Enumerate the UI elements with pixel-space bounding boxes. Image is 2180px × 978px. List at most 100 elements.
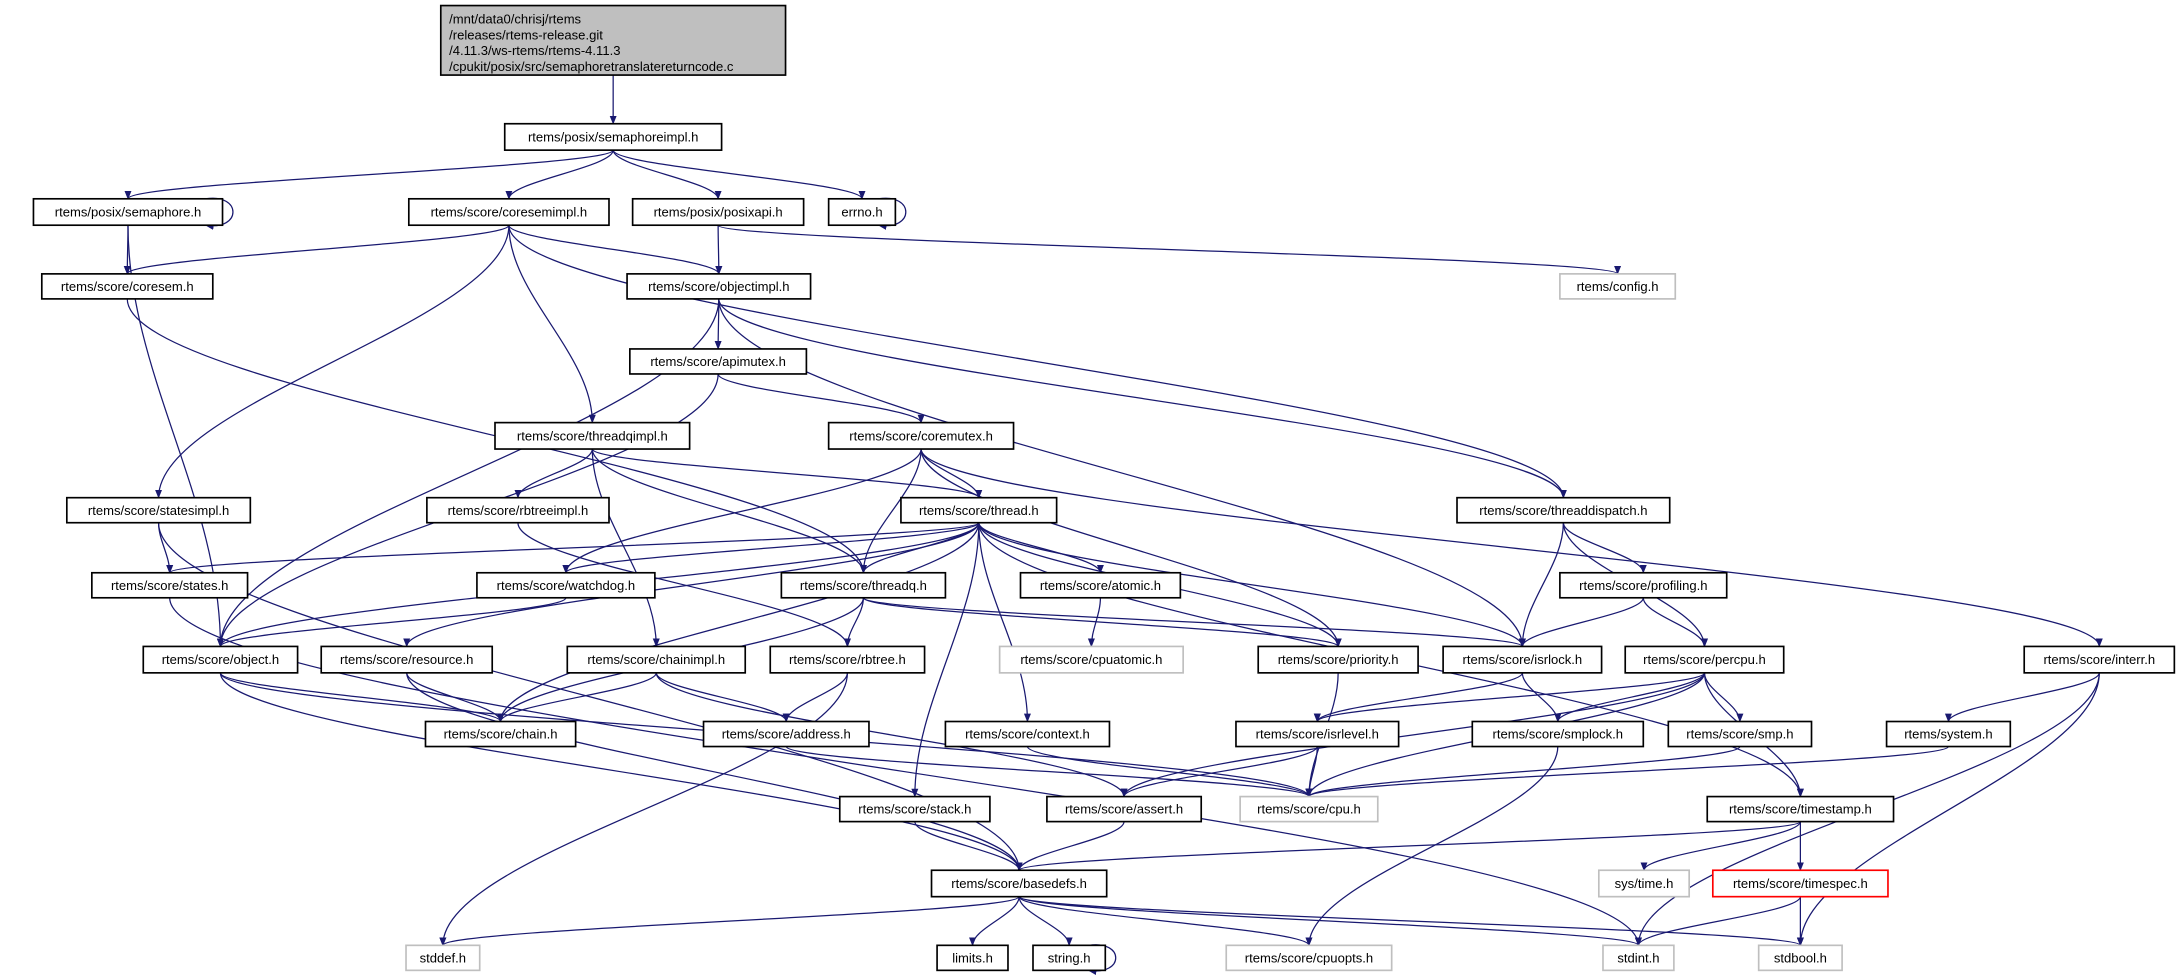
node-apimutex[interactable]: rtems/score/apimutex.h	[629, 348, 808, 375]
node-basedefs[interactable]: rtems/score/basedefs.h	[930, 869, 1108, 898]
edge-coremutex-to-thread	[920, 448, 983, 499]
node-address[interactable]: rtems/score/address.h	[702, 720, 870, 748]
node-states[interactable]: rtems/score/states.h	[91, 571, 249, 599]
edge-coremutex-to-watchdog	[562, 448, 922, 574]
node-object[interactable]: rtems/score/object.h	[142, 645, 299, 674]
edge-rbtreeimpl-to-rbtree	[517, 522, 851, 648]
edge-percpu-to-smplock	[1554, 672, 1706, 723]
node-smp[interactable]: rtems/score/smp.h	[1667, 720, 1813, 748]
node-isrlevel[interactable]: rtems/score/isrlevel.h	[1235, 720, 1400, 748]
node-errno[interactable]: errno.h	[827, 197, 897, 227]
node-label: stdbool.h	[1774, 950, 1827, 965]
node-label: rtems/score/address.h	[722, 727, 851, 742]
edge-watchdog-to-object	[217, 597, 567, 648]
edge-profiling-to-percpu	[1642, 597, 1708, 648]
node-chainimpl[interactable]: rtems/score/chainimpl.h	[566, 645, 747, 674]
node-limits[interactable]: limits.h	[936, 944, 1009, 972]
node-label: rtems/score/coresemimpl.h	[431, 205, 588, 220]
node-label: rtems/score/smplock.h	[1493, 727, 1624, 742]
node-watchdog[interactable]: rtems/score/watchdog.h	[476, 571, 656, 599]
node-label: rtems/score/chain.h	[444, 727, 558, 742]
node-coresem[interactable]: rtems/score/coresem.h	[40, 273, 214, 300]
node-label: rtems/score/profiling.h	[1579, 578, 1707, 593]
node-posixapi[interactable]: rtems/posix/posixapi.h	[631, 197, 805, 227]
edge-basedefs-to-limits	[969, 896, 1020, 947]
node-label: rtems/score/cpuatomic.h	[1020, 652, 1162, 667]
node-cpuopts[interactable]: rtems/score/cpuopts.h	[1225, 944, 1393, 972]
node-timestamp[interactable]: rtems/score/timestamp.h	[1706, 795, 1895, 823]
node-string[interactable]: string.h	[1032, 944, 1107, 972]
node-threaddispatch[interactable]: rtems/score/threaddispatch.h	[1456, 496, 1671, 524]
node-label: rtems/score/isrlevel.h	[1256, 727, 1379, 742]
edge-semaphoreimpl-to-semaphore	[124, 149, 614, 200]
edge-interr-to-system	[1945, 672, 2100, 723]
edge-thread-to-atomic	[978, 522, 1104, 574]
node-isrlock[interactable]: rtems/score/isrlock.h	[1442, 645, 1603, 674]
node-label: rtems/score/threadq.h	[800, 578, 927, 593]
node-resource[interactable]: rtems/score/resource.h	[320, 645, 494, 674]
node-objectimpl[interactable]: rtems/score/objectimpl.h	[626, 273, 812, 300]
node-label: rtems/score/thread.h	[919, 503, 1039, 518]
node-semaphore[interactable]: rtems/posix/semaphore.h	[32, 197, 224, 227]
node-systime[interactable]: sys/time.h	[1597, 869, 1691, 898]
node-cpuatomic[interactable]: rtems/score/cpuatomic.h	[998, 645, 1184, 674]
node-cpu[interactable]: rtems/score/cpu.h	[1239, 795, 1379, 823]
edge-apimutex-to-coremutex	[717, 373, 925, 424]
node-label: rtems/score/stack.h	[858, 802, 971, 817]
node-threadq[interactable]: rtems/score/threadq.h	[780, 571, 947, 599]
edge-smp-to-cpu	[1305, 745, 1741, 798]
node-label: rtems/score/threadqimpl.h	[517, 428, 668, 443]
nodes-layer: /mnt/data0/chrisj/rtems/releases/rtems-r…	[32, 4, 2176, 972]
edge-semaphoreimpl-to-errno	[612, 149, 866, 200]
node-label: sys/time.h	[1615, 876, 1674, 891]
edge-thread-to-isrlock	[978, 522, 1526, 648]
node-smplock[interactable]: rtems/score/smplock.h	[1471, 720, 1645, 748]
node-threadqimpl[interactable]: rtems/score/threadqimpl.h	[494, 421, 691, 450]
node-priority[interactable]: rtems/score/priority.h	[1257, 645, 1419, 674]
node-label: rtems/posix/semaphoreimpl.h	[528, 130, 698, 145]
node-interr[interactable]: rtems/score/interr.h	[2023, 645, 2176, 674]
node-stack[interactable]: rtems/score/stack.h	[838, 795, 991, 823]
node-stdbool[interactable]: stdbool.h	[1757, 944, 1843, 972]
edge-coresemimpl-to-objectimpl	[508, 224, 723, 275]
node-label: rtems/score/rbtreeimpl.h	[448, 503, 589, 518]
node-label: rtems/config.h	[1577, 279, 1659, 294]
node-stdint[interactable]: stdint.h	[1602, 944, 1675, 972]
edge-basedefs-to-string	[1018, 896, 1073, 947]
node-context[interactable]: rtems/score/context.h	[944, 720, 1111, 748]
node-label: rtems/score/coremutex.h	[849, 428, 993, 443]
edge-object-to-basedefs	[219, 672, 1023, 872]
edge-atomic-to-cpuatomic	[1087, 597, 1102, 648]
edge-profiling-to-isrlock	[1518, 597, 1644, 648]
node-label: rtems/score/apimutex.h	[650, 354, 786, 369]
node-root-file[interactable]: /mnt/data0/chrisj/rtems/releases/rtems-r…	[439, 4, 787, 76]
node-timespec[interactable]: rtems/score/timespec.h	[1711, 869, 1889, 898]
node-stddef[interactable]: stddef.h	[405, 944, 481, 972]
node-percpu[interactable]: rtems/score/percpu.h	[1624, 645, 1785, 674]
node-coremutex[interactable]: rtems/score/coremutex.h	[827, 421, 1015, 450]
node-chain[interactable]: rtems/score/chain.h	[424, 720, 577, 748]
root-file-path-line: /mnt/data0/chrisj/rtems	[449, 12, 581, 27]
node-rbtree[interactable]: rtems/score/rbtree.h	[769, 645, 926, 674]
node-atomic[interactable]: rtems/score/atomic.h	[1019, 571, 1182, 599]
node-system[interactable]: rtems/system.h	[1885, 720, 2012, 748]
edge-threaddispatch-to-profiling	[1562, 522, 1647, 574]
node-semaphoreimpl[interactable]: rtems/posix/semaphoreimpl.h	[503, 122, 723, 151]
node-thread[interactable]: rtems/score/thread.h	[900, 496, 1058, 524]
edge-thread-to-stack	[911, 522, 980, 798]
node-profiling[interactable]: rtems/score/profiling.h	[1559, 571, 1728, 599]
edge-address-to-cpu	[785, 745, 1313, 798]
edge-threadqimpl-to-threadq	[591, 448, 867, 574]
node-config[interactable]: rtems/config.h	[1559, 273, 1677, 300]
edge-coresemimpl-to-threadqimpl	[508, 225, 596, 424]
node-label: rtems/score/resource.h	[340, 652, 473, 667]
node-assert[interactable]: rtems/score/assert.h	[1046, 795, 1203, 823]
edge-basedefs-to-stddef	[439, 896, 1020, 947]
edge-isrlock-to-isrlevel	[1313, 672, 1523, 723]
node-statesimpl[interactable]: rtems/score/statesimpl.h	[65, 496, 252, 524]
node-rbtreeimpl[interactable]: rtems/score/rbtreeimpl.h	[426, 496, 610, 524]
edge-chainimpl-to-assert	[655, 672, 1128, 798]
edge-basedefs-to-cpuopts	[1018, 896, 1313, 947]
node-coresemimpl[interactable]: rtems/score/coresemimpl.h	[407, 197, 610, 227]
